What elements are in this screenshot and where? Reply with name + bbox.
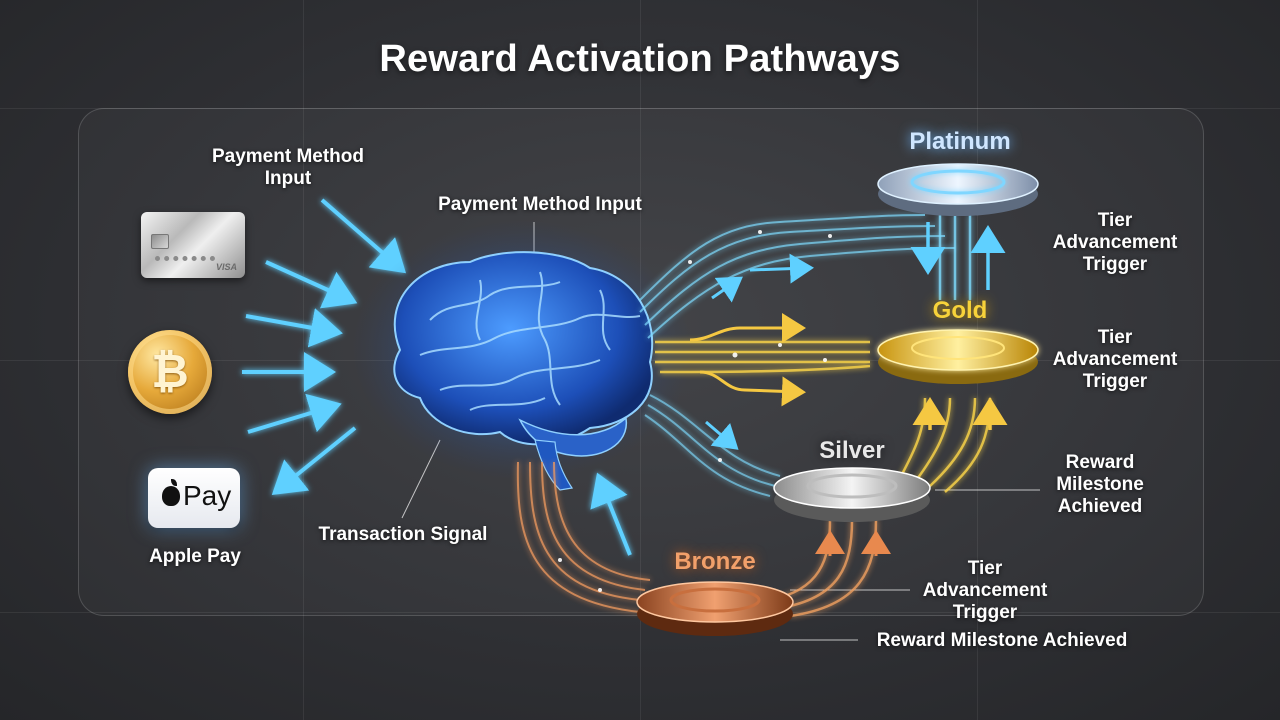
grid-line bbox=[0, 108, 1280, 109]
credit-card-icon: VISA bbox=[141, 212, 245, 278]
page-title: Reward Activation Pathways bbox=[379, 38, 901, 80]
input-arrow bbox=[271, 426, 357, 496]
payment-method-input-label-top: Payment Method Input bbox=[438, 194, 642, 215]
input-arrow bbox=[320, 198, 407, 274]
platinum-disc bbox=[877, 163, 1039, 216]
tier-label-silver: Silver bbox=[819, 437, 885, 464]
input-arrow bbox=[245, 308, 343, 348]
tier-trigger-label-platinum: Tier Advancement Trigger bbox=[1052, 210, 1178, 275]
input-arrow bbox=[590, 472, 632, 556]
tier-label-bronze: Bronze bbox=[674, 548, 756, 575]
gold-disc bbox=[877, 329, 1039, 384]
tier-label-gold: Gold bbox=[932, 297, 988, 324]
card-digits bbox=[155, 256, 215, 266]
apple-pay-text: Pay bbox=[183, 480, 232, 511]
tier-trigger-label-gold: Tier Advancement Trigger bbox=[1052, 327, 1178, 392]
card-chip bbox=[151, 234, 169, 249]
silver-disc bbox=[773, 467, 931, 522]
apple-pay-label: Apple Pay bbox=[149, 546, 241, 567]
tier-label-platinum: Platinum bbox=[909, 128, 1011, 155]
payment-method-input-label-left: Payment Method Input bbox=[211, 146, 365, 189]
apple-logo-icon bbox=[162, 479, 180, 506]
card-brand: VISA bbox=[215, 262, 237, 272]
tier-trigger-label-bronze: Tier Advancement Trigger bbox=[922, 558, 1048, 623]
transaction-signal-label: Transaction Signal bbox=[318, 524, 488, 545]
grid-line bbox=[303, 0, 304, 720]
reward-milestone-label-bronze: Reward Milestone Achieved bbox=[876, 630, 1128, 651]
apple-pay-icon: Pay bbox=[148, 468, 240, 528]
reward-milestone-label-silver: Reward Milestone Achieved bbox=[1056, 452, 1144, 517]
bronze-disc bbox=[636, 581, 794, 636]
bitcoin-icon: ₿ bbox=[128, 330, 212, 414]
input-arrow bbox=[247, 393, 342, 434]
bitcoin-symbol: ₿ bbox=[151, 345, 189, 397]
input-arrow bbox=[265, 260, 358, 309]
